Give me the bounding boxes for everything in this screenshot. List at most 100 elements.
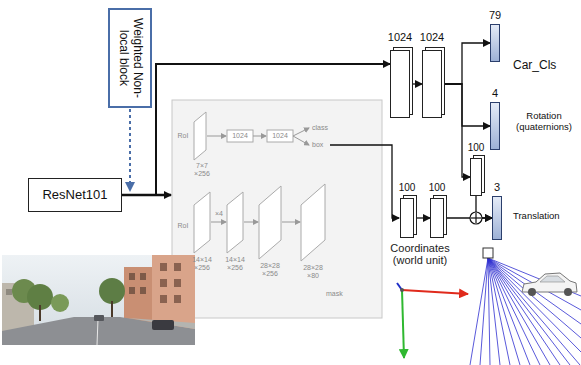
tensor-size: 14×14 ×256 <box>219 256 251 271</box>
mask-rcnn-panel <box>267 130 293 142</box>
layer-size: 1024 <box>388 31 412 44</box>
repeat-count: ×4 <box>212 210 226 218</box>
street-photo <box>39 305 41 321</box>
car-model <box>564 288 572 296</box>
street-photo <box>51 294 69 312</box>
output-name: Car_Cls <box>513 59 573 73</box>
box-wire <box>330 145 399 218</box>
mask-rcnn-panel <box>194 112 206 160</box>
layer-size: 1024 <box>267 132 293 140</box>
output-size: 3 <box>494 181 500 194</box>
mask-rcnn-panel <box>293 128 309 136</box>
street-photo <box>2 255 195 345</box>
output-size: 4 <box>492 87 498 100</box>
connector <box>122 64 390 195</box>
sum-symbol <box>470 212 482 224</box>
mask-rcnn-panel <box>172 100 382 318</box>
street-photo <box>160 263 167 271</box>
fc-layer: 100 <box>430 198 444 238</box>
camera-grid <box>488 258 581 338</box>
world-axes <box>400 288 404 292</box>
connector <box>414 217 430 218</box>
connector <box>442 84 490 126</box>
street-photo <box>129 287 135 294</box>
output-name: Translation <box>513 211 579 222</box>
mask-rcnn-panel <box>172 100 382 318</box>
street-photo <box>6 289 12 295</box>
street-photo <box>2 255 195 345</box>
head-output: box <box>312 141 328 149</box>
street-photo <box>128 318 195 329</box>
output-name: Rotation (quaternions) <box>509 111 579 133</box>
attention-block: Weighted Non-local block <box>108 8 152 108</box>
car-model <box>522 273 577 296</box>
attention-arrow <box>129 109 131 191</box>
mask-rcnn-panel <box>227 192 243 253</box>
backbone-name: ResNet101 <box>29 188 121 203</box>
fc-layer: 1024 <box>422 50 442 118</box>
street-photo <box>174 295 181 303</box>
mask-rcnn-panel <box>207 136 226 137</box>
street-photo <box>111 301 113 319</box>
car-model <box>540 276 565 282</box>
mask-rcnn-panel <box>293 136 309 145</box>
world-axes <box>397 283 468 358</box>
mask-rcnn-panel <box>282 222 300 223</box>
connector <box>442 43 490 84</box>
camera-grid <box>470 258 488 365</box>
camera-grid <box>488 258 540 365</box>
street-photo <box>152 320 174 330</box>
street-photo <box>94 315 104 321</box>
street-photo <box>97 319 98 345</box>
car-model <box>528 288 536 296</box>
output-bar: 4Rotation (quaternions) <box>490 102 500 150</box>
sum-symbol <box>470 212 482 224</box>
layer-size: 1024 <box>420 31 444 44</box>
layer-size: 100 <box>399 182 416 194</box>
output-bar: 3Translation <box>492 196 502 240</box>
mask-rcnn-panel <box>244 222 258 223</box>
camera-grid <box>488 258 581 324</box>
tensor-size: 14×14 ×256 <box>186 256 218 271</box>
street-photo <box>140 273 146 280</box>
street-photo <box>140 287 146 294</box>
output-bar: 79Car_Cls <box>490 24 500 62</box>
connector <box>410 83 422 84</box>
connector <box>442 84 470 177</box>
layer-size: 1024 <box>227 132 253 140</box>
mask-rcnn-panel <box>227 130 253 142</box>
world-axes <box>402 290 468 294</box>
block-name: Weighted Non-local block <box>116 12 144 104</box>
sum-symbol <box>475 213 476 223</box>
layer-size: 100 <box>429 182 446 194</box>
output-size: 79 <box>489 9 501 22</box>
fc-layer: 100 <box>470 158 482 196</box>
roi-label: RoI <box>175 222 191 230</box>
head-output: mask <box>326 290 350 298</box>
street-photo <box>174 263 181 271</box>
layer-size: 100 <box>468 142 485 154</box>
street-photo <box>152 255 195 331</box>
mask-rcnn-panel <box>194 192 210 253</box>
connector <box>444 217 492 218</box>
street-photo <box>160 295 167 303</box>
street-photo <box>129 273 135 280</box>
camera-grid <box>488 258 581 310</box>
tensor-size: 28×28 ×80 <box>297 264 329 279</box>
street-photo <box>160 279 167 287</box>
camera-grid <box>480 258 488 365</box>
mask-rcnn-panel <box>259 186 281 259</box>
tensor-size: 28×28 ×256 <box>254 262 286 277</box>
street-photo <box>99 278 125 304</box>
world-axes <box>402 290 404 358</box>
camera-icon <box>483 248 493 258</box>
street-photo <box>2 317 195 345</box>
camera-grid <box>488 258 581 296</box>
camera-grid <box>470 258 581 365</box>
mask-rcnn-panel <box>253 136 266 137</box>
mask-rcnn-panel <box>211 222 226 223</box>
camera-grid <box>488 258 581 352</box>
fc-layer: 1024 <box>390 50 410 118</box>
roi-label: RoI <box>175 132 191 140</box>
